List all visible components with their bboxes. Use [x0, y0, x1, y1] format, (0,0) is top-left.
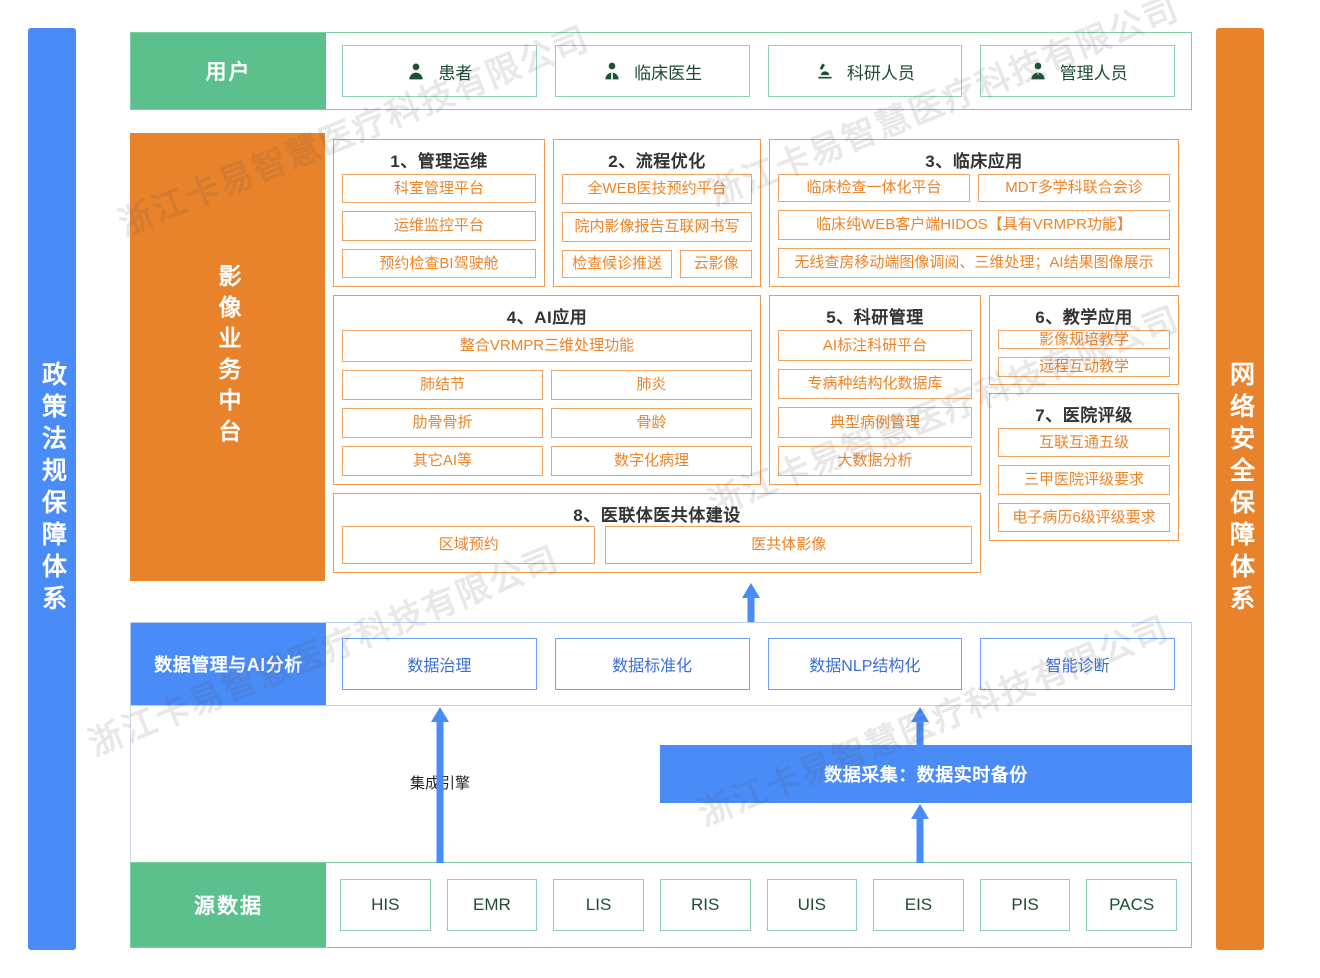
arrow-head-icon — [911, 804, 929, 819]
data-chip-standardization[interactable]: 数据标准化 — [554, 638, 750, 690]
imaging-platform-label-block: 影像业务中台 — [130, 133, 325, 581]
source-chip-his[interactable]: HIS — [340, 879, 431, 931]
group-title: 5、科研管理 — [826, 308, 924, 327]
group-ai-application: 4、AI应用 整合VRMPR三维处理功能 肺结节 肺炎 肋骨骨折 骨龄 其它AI… — [333, 295, 761, 485]
arrow-engine-to-data — [428, 707, 452, 863]
group-cell[interactable]: 区域预约 — [342, 526, 596, 564]
data-management-items: 数据治理 数据标准化 数据NLP结构化 智能诊断 — [326, 623, 1191, 705]
arrow-head-icon — [911, 707, 929, 722]
group-title: 6、教学应用 — [1035, 308, 1133, 327]
group-process-optimization: 2、流程优化 全WEB医技预约平台 院内影像报告互联网书写 检查候诊推送 云影像 — [553, 139, 761, 287]
arrow-head-icon — [742, 583, 760, 598]
imaging-platform-row: 影像业务中台 1、管理运维 科室管理平台 运维监控平台 预约检查BI驾驶舱 2、… — [130, 133, 1192, 581]
group-cell[interactable]: 肺炎 — [551, 370, 752, 400]
doctor-icon — [602, 61, 622, 81]
group-cell[interactable]: 远程互动教学 — [998, 357, 1170, 377]
group-cell[interactable]: 肋骨骨折 — [342, 408, 543, 438]
user-chip-label: 患者 — [438, 63, 473, 83]
source-chip-emr[interactable]: EMR — [446, 879, 538, 931]
user-chip-manager[interactable]: 管理人员 — [980, 45, 1175, 97]
group-cell[interactable]: 电子病历6级评级要求 — [998, 502, 1170, 532]
users-row: 用户 患者 临床医生 科研人员 — [130, 32, 1192, 110]
group-cell[interactable]: 医共体影像 — [605, 526, 972, 564]
arrow-shaft — [916, 817, 924, 863]
data-chip-diagnosis[interactable]: 智能诊断 — [980, 638, 1175, 690]
source-data-label: 源数据 — [131, 863, 326, 947]
group-title: 2、流程优化 — [608, 152, 706, 171]
group-cell[interactable]: 整合VRMPR三维处理功能 — [342, 330, 752, 362]
user-chip-clinician[interactable]: 临床医生 — [554, 45, 750, 97]
group-hospital-rating: 7、医院评级 互联互通五级 三甲医院评级要求 电子病历6级评级要求 — [989, 393, 1179, 541]
network-security-rail: 网络安全保障体系 — [1216, 28, 1264, 950]
group-title: 3、临床应用 — [925, 152, 1023, 171]
source-chip-uis[interactable]: UIS — [766, 879, 858, 931]
group-cell[interactable]: 检查候诊推送 — [562, 250, 673, 278]
group-cell[interactable]: 运维监控平台 — [342, 211, 536, 241]
source-chip-ris[interactable]: RIS — [659, 879, 751, 931]
group-management-ops: 1、管理运维 科室管理平台 运维监控平台 预约检查BI驾驶舱 — [333, 139, 545, 287]
group-title: 8、医联体医共体建设 — [573, 506, 741, 525]
arrow-collection-to-data — [908, 707, 932, 747]
group-cell[interactable]: 全WEB医技预约平台 — [562, 174, 752, 204]
user-chip-researcher[interactable]: 科研人员 — [767, 45, 963, 97]
group-cell[interactable]: 数字化病理 — [551, 446, 752, 476]
group-cell[interactable]: 专病种结构化数据库 — [778, 368, 972, 399]
group-title: 4、AI应用 — [506, 308, 588, 327]
user-chip-patient[interactable]: 患者 — [342, 45, 537, 97]
source-data-items: HIS EMR LIS RIS UIS EIS PIS PACS — [326, 863, 1191, 947]
group-research-management: 5、科研管理 AI标注科研平台 专病种结构化数据库 典型病例管理 大数据分析 — [769, 295, 981, 485]
data-chip-governance[interactable]: 数据治理 — [342, 638, 537, 690]
arrow-head-icon — [431, 707, 449, 722]
data-management-label: 数据管理与AI分析 — [131, 623, 326, 705]
group-cell[interactable]: 科室管理平台 — [342, 174, 536, 204]
policy-regulation-rail-label: 政策法规保障体系 — [38, 361, 67, 617]
user-chip-label: 临床医生 — [634, 63, 703, 83]
network-security-rail-label: 网络安全保障体系 — [1226, 361, 1255, 617]
source-chip-pis[interactable]: PIS — [979, 879, 1071, 931]
group-cell[interactable]: MDT多学科联合会诊 — [978, 174, 1170, 202]
group-cell[interactable]: 骨龄 — [551, 408, 752, 438]
group-title: 7、医院评级 — [1035, 406, 1133, 425]
users-row-label: 用户 — [131, 33, 326, 109]
group-cell[interactable]: 临床纯WEB客户端HIDOS【具有VRMPR功能】 — [778, 210, 1170, 240]
source-chip-lis[interactable]: LIS — [553, 879, 644, 931]
manager-icon — [1028, 61, 1048, 81]
group-cell[interactable]: 三甲医院评级要求 — [998, 465, 1170, 495]
group-cell[interactable]: 肺结节 — [342, 370, 543, 400]
group-title: 1、管理运维 — [390, 152, 488, 171]
data-management-row: 数据管理与AI分析 数据治理 数据标准化 数据NLP结构化 智能诊断 — [130, 622, 1192, 706]
group-cell[interactable]: 预约检查BI驾驶舱 — [342, 248, 536, 278]
arrow-shaft — [916, 720, 924, 747]
source-chip-pacs[interactable]: PACS — [1086, 879, 1177, 931]
group-cell[interactable]: 互联互通五级 — [998, 428, 1170, 458]
group-clinical-application: 3、临床应用 临床检查一体化平台 MDT多学科联合会诊 临床纯WEB客户端HID… — [769, 139, 1179, 287]
group-cell[interactable]: AI标注科研平台 — [778, 330, 972, 361]
group-cell[interactable]: 影像规培教学 — [998, 330, 1170, 350]
users-items: 患者 临床医生 科研人员 管理人员 — [326, 33, 1191, 109]
user-chip-label: 管理人员 — [1059, 63, 1128, 83]
arrow-shaft — [436, 720, 444, 863]
data-chip-nlp[interactable]: 数据NLP结构化 — [767, 638, 963, 690]
policy-regulation-rail: 政策法规保障体系 — [28, 28, 76, 950]
group-cell[interactable]: 院内影像报告互联网书写 — [562, 212, 752, 242]
group-teaching-application: 6、教学应用 影像规培教学 远程互动教学 — [989, 295, 1179, 385]
arrow-data-to-platform — [739, 583, 763, 622]
imaging-platform-label: 影像业务中台 — [215, 264, 241, 450]
group-cell[interactable]: 大数据分析 — [778, 445, 972, 476]
source-data-row: 源数据 HIS EMR LIS RIS UIS EIS PIS PACS — [130, 862, 1192, 948]
user-chip-label: 科研人员 — [846, 63, 915, 83]
arrow-shaft — [747, 596, 755, 622]
data-collection-box: 数据采集：数据实时备份 — [660, 745, 1192, 803]
group-cell[interactable]: 其它AI等 — [342, 446, 543, 476]
arrow-source-to-collection — [908, 804, 932, 863]
group-cell[interactable]: 无线查房移动端图像调阅、三维处理；AI结果图像展示 — [778, 248, 1170, 278]
imaging-platform-body: 1、管理运维 科室管理平台 运维监控平台 预约检查BI驾驶舱 2、流程优化 全W… — [325, 133, 1192, 581]
user-icon — [406, 61, 426, 81]
group-medical-alliance: 8、医联体医共体建设 区域预约 医共体影像 — [333, 493, 981, 573]
microscope-icon — [815, 61, 835, 81]
group-cell[interactable]: 云影像 — [680, 250, 752, 278]
source-chip-eis[interactable]: EIS — [873, 879, 964, 931]
group-cell[interactable]: 临床检查一体化平台 — [778, 174, 970, 202]
group-cell[interactable]: 典型病例管理 — [778, 407, 972, 438]
